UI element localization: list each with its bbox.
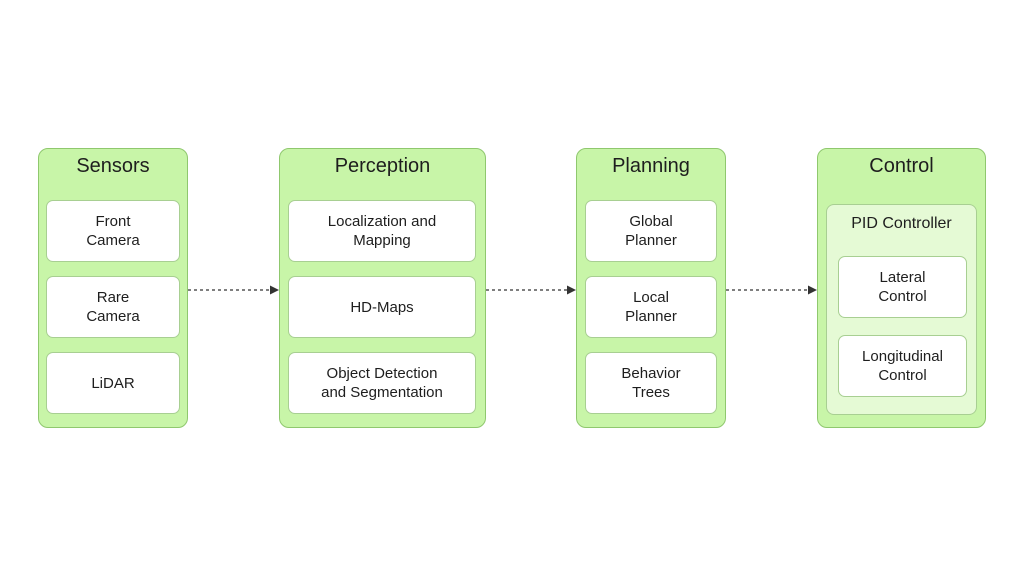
- pid-controller-group: PID Controller Lateral Control Longitudi…: [826, 204, 977, 415]
- stage-title: Perception: [334, 155, 431, 177]
- node-object-detection: Object Detection and Segmentation: [288, 352, 476, 414]
- stage-planning: Planning Global Planner Local Planner Be…: [576, 148, 726, 428]
- stage-title: Sensors: [76, 155, 150, 177]
- stage-title: Planning: [612, 155, 690, 177]
- stage-control: Control PID Controller Lateral Control L…: [817, 148, 986, 428]
- node-lateral-control: Lateral Control: [838, 256, 967, 318]
- pid-controller-title: PID Controller: [851, 215, 952, 232]
- node-global-planner: Global Planner: [585, 200, 717, 262]
- node-rare-camera: Rare Camera: [46, 276, 180, 338]
- arrow-planning-to-control: [726, 285, 817, 295]
- arrow-perception-to-planning: [486, 285, 576, 295]
- node-localization-mapping: Localization and Mapping: [288, 200, 476, 262]
- stage-perception: Perception Localization and Mapping HD-M…: [279, 148, 486, 428]
- node-front-camera: Front Camera: [46, 200, 180, 262]
- stage-sensors: Sensors Front Camera Rare Camera LiDAR: [38, 148, 188, 428]
- node-lidar: LiDAR: [46, 352, 180, 414]
- node-local-planner: Local Planner: [585, 276, 717, 338]
- node-longitudinal-control: Longitudinal Control: [838, 335, 967, 397]
- node-hd-maps: HD-Maps: [288, 276, 476, 338]
- arrow-sensors-to-perception: [188, 285, 279, 295]
- stage-title: Control: [869, 155, 934, 177]
- node-behavior-trees: Behavior Trees: [585, 352, 717, 414]
